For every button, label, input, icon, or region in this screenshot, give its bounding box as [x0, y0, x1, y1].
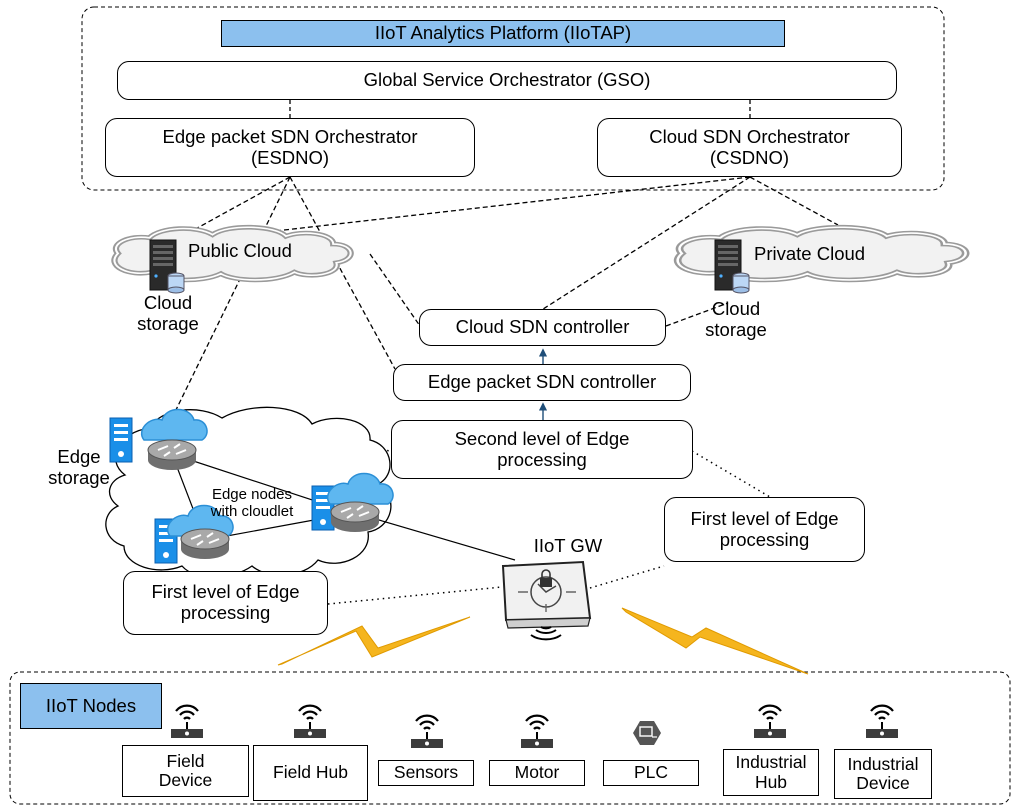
global-service-orchestrator: Global Service Orchestrator (GSO) — [117, 61, 897, 100]
second-level-edge-processing: Second level of Edge processing — [391, 420, 693, 479]
edge-gw-link — [361, 514, 516, 561]
iiot-analytics-platform: IIoT Analytics Platform (IIoTAP) — [221, 20, 785, 47]
iiot-nodes-frame — [9, 671, 1011, 805]
esdno-edge-cloud-link — [171, 176, 291, 419]
wifi-icon — [409, 714, 445, 750]
first-level-edge-processing-right: First level of Edge processing — [664, 497, 865, 562]
industrial-hub: Industrial Hub — [723, 749, 819, 796]
iiot-nodes-title: IIoT Nodes — [20, 683, 162, 729]
plc: PLC — [603, 760, 699, 786]
wifi-icon — [169, 704, 205, 740]
private-cloud-cloud-controller-link — [665, 302, 729, 327]
edge-router-icon — [147, 439, 197, 471]
cloud-sdn-controller: Cloud SDN controller — [419, 309, 666, 346]
field-hub: Field Hub — [253, 745, 368, 801]
edge-router-icon — [180, 528, 230, 560]
industrial-device: Industrial Device — [834, 749, 932, 799]
edge-storage-label: Edge storage — [48, 446, 110, 488]
sensors: Sensors — [378, 760, 474, 786]
edge-nodes-label: Edge nodes with cloudlet — [210, 486, 294, 520]
csdno-public-cloud-link — [169, 176, 751, 244]
public-cloud-storage-label: Cloud storage — [137, 292, 199, 334]
iiot-gateway-label: IIoT GW — [533, 535, 603, 556]
motor: Motor — [489, 760, 585, 786]
private-cloud-title: Private Cloud — [754, 243, 866, 264]
gw-first-level-left-link — [327, 586, 503, 605]
wireless-lightning-icon — [621, 607, 809, 675]
public-cloud-title: Public Cloud — [188, 240, 292, 261]
edge-packet-sdn-orchestrator: Edge packet SDN Orchestrator (ESDNO) — [105, 118, 475, 177]
csdno-cloud-controller-link — [539, 176, 751, 312]
plc-icon — [633, 721, 661, 745]
gateway-icon — [501, 560, 592, 641]
first-level-edge-processing-left: First level of Edge processing — [123, 571, 328, 635]
wifi-icon — [292, 704, 328, 740]
orchestration-layer-frame — [81, 6, 945, 191]
wifi-icon — [519, 714, 555, 750]
wireless-lightning-icon — [277, 616, 471, 666]
edge-router-icon — [330, 501, 380, 533]
public-cloud-cloud-controller-link — [369, 253, 421, 327]
private-cloud-storage-label: Cloud storage — [705, 298, 767, 340]
gw-first-level-right-link — [589, 565, 665, 589]
wifi-icon — [752, 704, 788, 740]
esdno-edge-controller-link — [289, 176, 396, 370]
second-level-first-level-right-link — [691, 450, 771, 498]
field-device: Field Device — [122, 745, 249, 797]
csdno-private-cloud-link — [749, 176, 839, 226]
edge-packet-sdn-controller: Edge packet SDN controller — [393, 364, 691, 401]
wifi-icon — [864, 704, 900, 740]
cloud-sdn-orchestrator: Cloud SDN Orchestrator (CSDNO) — [597, 118, 902, 177]
